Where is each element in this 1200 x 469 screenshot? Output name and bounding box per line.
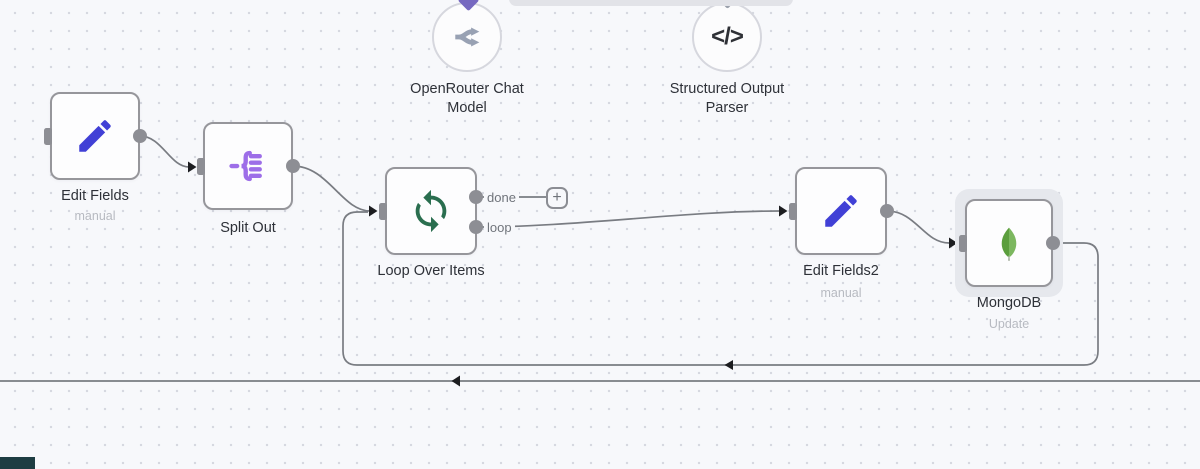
plus-icon: + [552,189,562,206]
wire-loop-to-edit-fields2[interactable] [476,210,780,228]
input-port-edit-fields2[interactable] [789,203,797,220]
pencil-icon [825,195,857,227]
node-label: MongoDB [976,295,1042,311]
wire-arrowhead [188,161,197,173]
add-node-button[interactable]: + [546,187,568,209]
cropped-node-above[interactable] [509,0,793,6]
node-label-line2: Parser [705,100,749,116]
node-openrouter-chat-model[interactable] [432,2,502,72]
wire-mongodb-loopback[interactable] [342,211,1099,366]
node-label-line1: Structured Output [669,81,785,97]
output-label-loop: loop [484,220,515,235]
node-label-line2: Model [447,100,487,116]
output-port-mongodb[interactable] [1046,236,1060,250]
wire-arrowhead [779,205,788,217]
node-structured-output-parser[interactable]: </> [692,2,762,72]
node-label-line1: OpenRouter Chat [410,81,524,97]
output-port-loop-loop[interactable] [469,220,483,234]
wire-edit-fields2-to-mongodb[interactable] [886,210,950,244]
split-out-icon [229,150,262,182]
wire-arrowhead [724,360,733,370]
node-label: Edit Fields2 [803,263,879,279]
input-port-loop[interactable] [379,203,387,220]
loop-sync-icon [415,189,447,233]
wire-arrowhead [949,237,958,249]
dark-corner-artifact [0,457,35,469]
node-sublabel: manual [74,209,116,223]
node-split-out[interactable] [203,122,293,210]
pencil-icon [79,120,111,152]
node-label: Split Out [220,220,276,236]
wire-arrowhead [451,375,460,387]
output-port-loop-done[interactable] [469,190,483,204]
node-edit-fields[interactable] [50,92,140,180]
output-port-edit-fields2[interactable] [880,204,894,218]
node-label: Loop Over Items [377,263,485,279]
node-label: Edit Fields [61,188,129,204]
node-sublabel: manual [820,286,862,300]
node-sublabel: Update [988,317,1030,331]
wire-edit-fields-to-split-out[interactable] [139,135,190,168]
input-port-mongodb[interactable] [959,235,967,252]
code-brackets-icon: </> [711,23,744,50]
node-mongodb[interactable] [965,199,1053,287]
output-port-split-out[interactable] [286,159,300,173]
input-port-edit-fields[interactable] [44,128,52,145]
input-port-split-out[interactable] [197,158,205,175]
wire-split-out-to-loop[interactable] [292,165,371,212]
node-edit-fields2[interactable] [795,167,887,255]
node-loop-over-items[interactable] [385,167,477,255]
output-label-done: done [484,190,519,205]
output-port-edit-fields[interactable] [133,129,147,143]
wire-arrowhead [369,205,378,217]
mongodb-leaf-icon [1001,227,1017,261]
openrouter-icon [455,27,480,47]
